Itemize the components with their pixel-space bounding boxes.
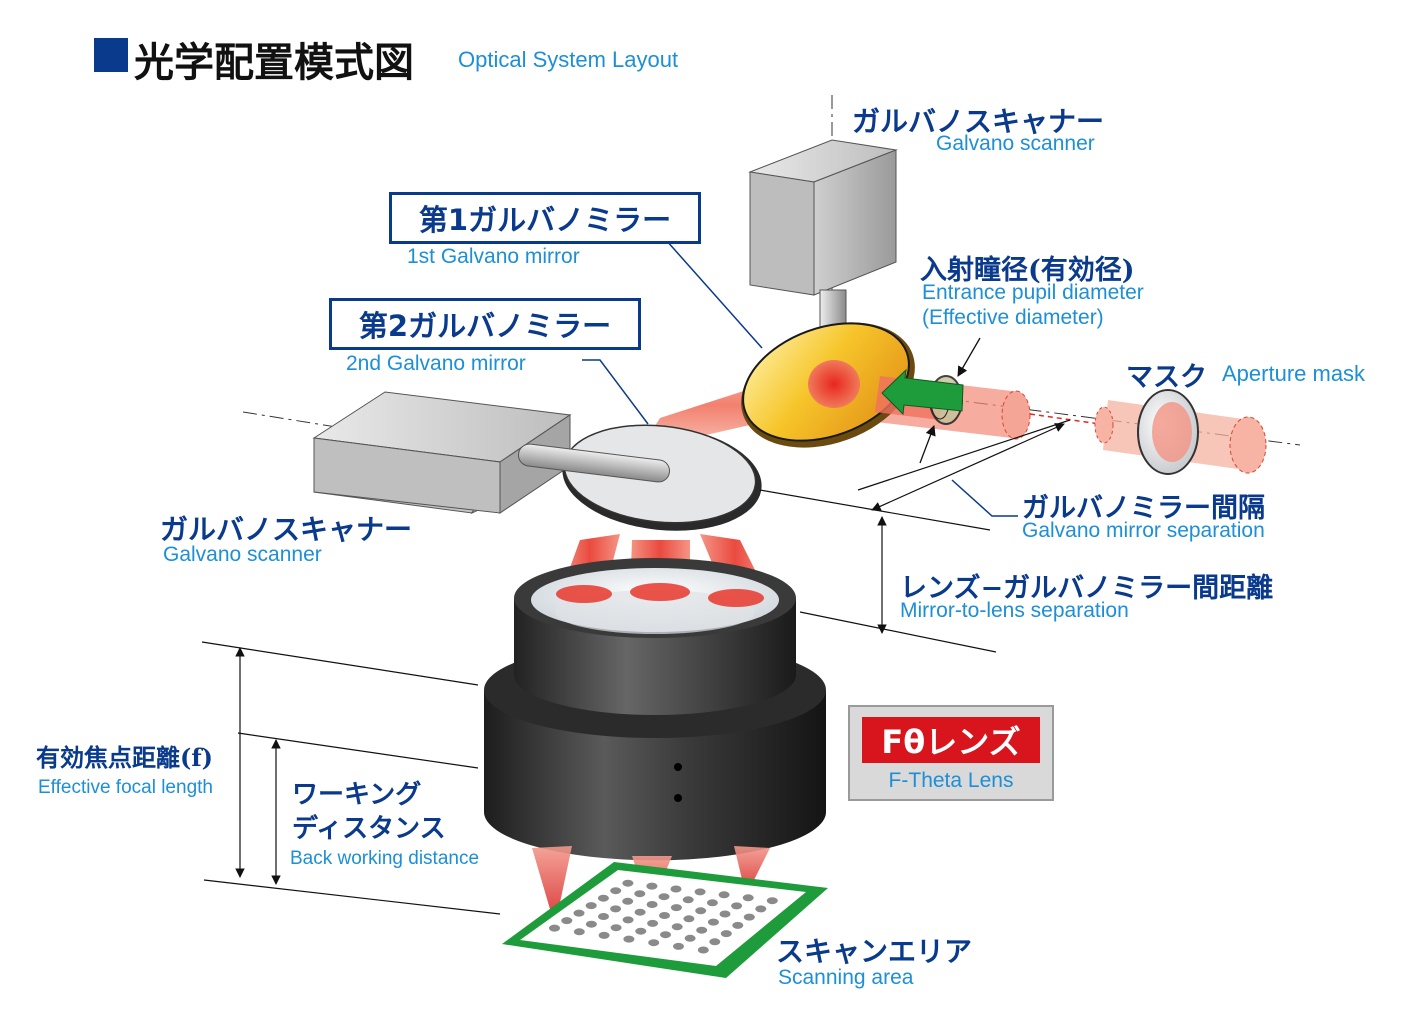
label-mirror-to-lens: レンズ−ガルバノミラー間距離: [900, 573, 1274, 604]
scan-dot: [743, 913, 755, 921]
galvano-scanner-top: [748, 139, 898, 336]
label-second-mirror-en: 2nd Galvano mirror: [346, 352, 526, 375]
scan-dot: [718, 891, 730, 899]
scan-dot: [694, 888, 706, 896]
scan-dot: [670, 885, 682, 893]
scan-dot: [742, 894, 754, 902]
label-entrance-pupil-en2: (Effective diameter): [922, 306, 1104, 329]
scan-dot: [634, 890, 646, 898]
scan-dot: [707, 918, 719, 926]
label-galvano-scanner-top: ガルバノスキャナー: [852, 105, 1105, 138]
scan-dot: [670, 904, 682, 912]
scan-dot: [720, 930, 732, 938]
scan-dot: [658, 893, 670, 901]
scan-dot: [623, 935, 635, 943]
scan-dot: [647, 919, 659, 927]
scan-dot: [635, 927, 647, 935]
scan-dot: [671, 923, 683, 931]
page-title-en: Optical System Layout: [458, 47, 679, 72]
scan-dot: [696, 926, 708, 934]
scan-dot: [585, 902, 597, 910]
scan-dot: [683, 915, 695, 923]
label-mirror-separation: ガルバノミラー間隔: [1022, 493, 1265, 524]
aperture-mask-icon: [1137, 389, 1199, 475]
label-entrance-pupil: 入射瞳径(有効径): [920, 255, 1135, 286]
dimension-lines: [201, 419, 1071, 915]
title-marker: [94, 38, 128, 72]
scan-dot: [706, 899, 718, 907]
scan-dot: [610, 905, 622, 913]
scan-dot: [610, 924, 622, 932]
scan-dot: [709, 938, 721, 946]
scan-dot: [646, 882, 658, 890]
label-working-distance: ワーキング: [292, 780, 422, 810]
ftheta-label: Fθレンズ: [862, 717, 1040, 763]
scan-dot: [622, 916, 634, 924]
label-galvano-scanner-left-en: Galvano scanner: [163, 543, 322, 566]
ftheta-lens: [484, 558, 826, 861]
scan-dot: [731, 902, 743, 910]
scan-dot: [660, 931, 671, 939]
beam-spots: [556, 583, 764, 607]
scan-dot: [766, 897, 778, 905]
scanning-area: [502, 862, 828, 978]
ftheta-label-en: F-Theta Lens: [888, 769, 1014, 792]
label-first-mirror-en: 1st Galvano mirror: [407, 245, 580, 268]
entrance-pupil: [875, 368, 964, 425]
label-mask-en: Aperture mask: [1222, 361, 1366, 386]
scan-dot: [598, 913, 609, 920]
galvano-scanner-left: [312, 391, 572, 515]
label-second-mirror: 第2ガルバノミラー: [329, 298, 641, 350]
label-first-mirror: 第1ガルバノミラー: [389, 192, 701, 244]
label-mask: マスク: [1126, 362, 1207, 393]
scan-dot: [549, 924, 560, 932]
scan-dot: [648, 939, 660, 947]
label-mirror-separation-en: Galvano mirror separation: [1022, 519, 1265, 542]
label-galvano-scanner-top-en: Galvano scanner: [936, 132, 1095, 155]
label-scan-area: スキャンエリア: [776, 935, 973, 968]
label-entrance-pupil-en: Entrance pupil diameter: [922, 281, 1144, 304]
scan-dot: [622, 897, 634, 905]
page-title: 光学配置模式図: [134, 40, 414, 86]
label-scan-area-en: Scanning area: [778, 966, 914, 989]
scan-dot: [719, 910, 731, 918]
label-galvano-scanner-left: ガルバノスキャナー: [160, 513, 413, 546]
scan-dot: [610, 887, 622, 895]
scan-dot: [573, 909, 585, 917]
scan-dot: [622, 879, 634, 887]
scan-dot: [697, 946, 709, 954]
scan-dot: [585, 920, 597, 928]
scan-dot: [659, 912, 670, 919]
label-focal-length: 有効焦点距離(f): [36, 743, 214, 772]
scan-dot: [561, 917, 573, 925]
scan-dot: [673, 942, 684, 950]
second-galvano-mirror: [517, 424, 762, 531]
scan-dot: [573, 928, 585, 936]
scan-dot: [597, 894, 609, 902]
scan-dot: [598, 931, 610, 939]
label-working-distance-en: Back working distance: [290, 848, 480, 869]
label-mirror-to-lens-en: Mirror-to-lens separation: [900, 599, 1129, 622]
scan-dot: [682, 896, 694, 904]
scan-dot: [684, 934, 696, 942]
scan-dot: [732, 921, 744, 929]
scan-dot: [634, 908, 646, 916]
first-galvano-mirror: [741, 322, 915, 448]
scan-dot: [755, 905, 767, 913]
scan-dot: [646, 901, 658, 908]
label-focal-length-en: Effective focal length: [38, 777, 213, 798]
ftheta-badge: Fθレンズ F-Theta Lens: [848, 705, 1054, 801]
label-working-distance-2: ディスタンス: [292, 814, 446, 844]
scan-dot: [695, 907, 707, 915]
